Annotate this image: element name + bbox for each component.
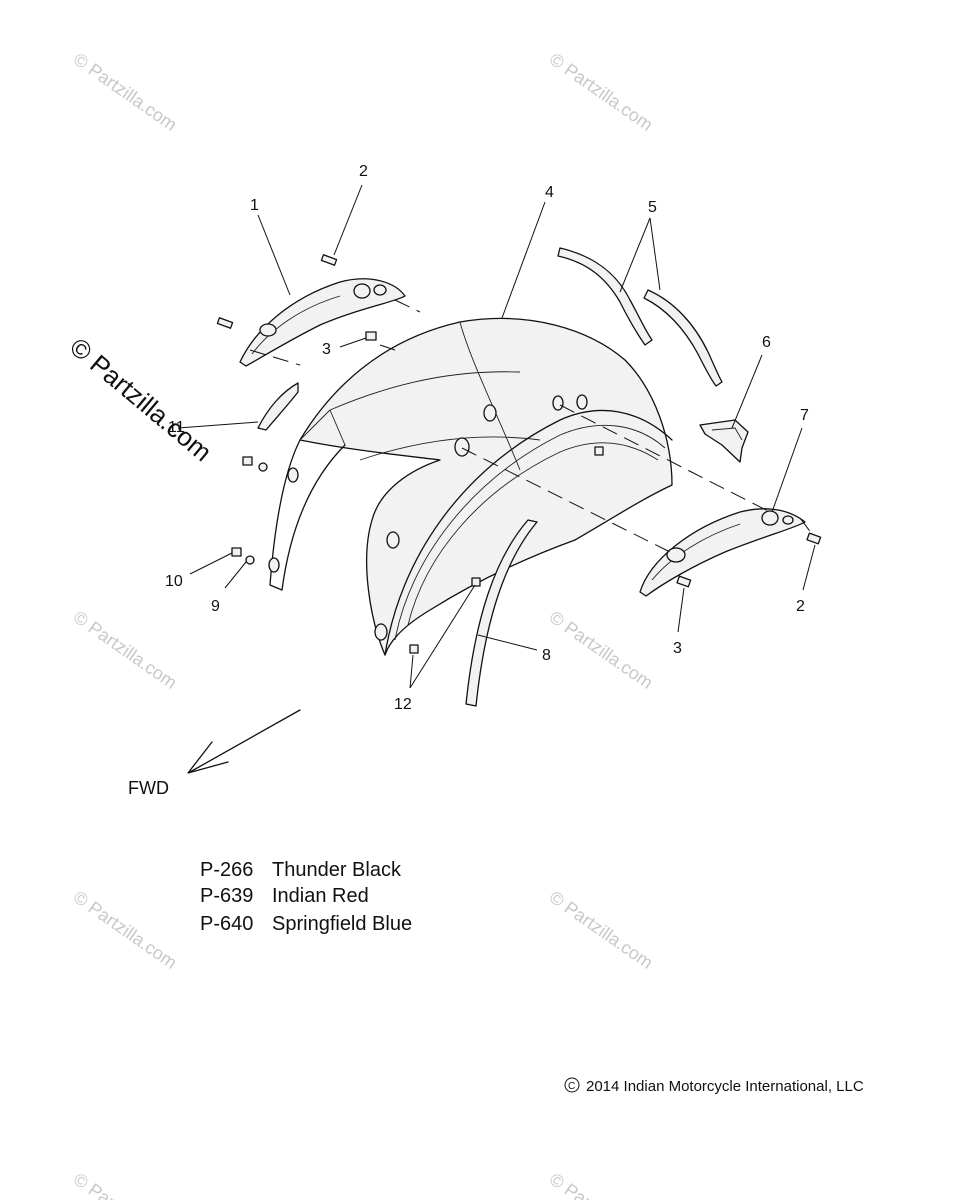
watermark: © Partzilla.com: [70, 1169, 181, 1200]
fasteners: [216, 254, 822, 654]
callout-10: 10: [165, 573, 183, 590]
watermark: © Partzilla.com: [70, 607, 181, 693]
callout-5: 5: [648, 199, 657, 216]
watermark: © Partzilla.com: [546, 607, 657, 693]
right-trim-rail: [639, 508, 806, 597]
forward-direction-indicator: FWD: [128, 709, 301, 798]
paint-code: P-640: [200, 913, 253, 935]
watermark-prominent: © Partzilla.com: [64, 332, 217, 468]
paint-name: Springfield Blue: [272, 913, 412, 935]
callout-8: 8: [542, 647, 551, 664]
medallion-emblem: [699, 419, 749, 463]
callout-3: 3: [673, 640, 682, 657]
assembly-lines: [249, 299, 813, 556]
copyright-notice: C 2014 Indian Motorcycle International, …: [564, 1077, 864, 1095]
tip-trim: [257, 382, 299, 431]
copyright-symbol: C: [568, 1081, 575, 1092]
callout-11: 11: [168, 419, 185, 436]
callout-12: 12: [394, 696, 412, 713]
paint-name: Indian Red: [272, 885, 369, 907]
left-trim-rail: [239, 278, 406, 367]
paint-code: P-266: [200, 859, 253, 881]
paint-name: Thunder Black: [272, 859, 402, 881]
paint-code: P-639: [200, 885, 253, 907]
leader-lines: [177, 184, 816, 689]
watermark: © Partzilla.com: [546, 1169, 657, 1200]
callout-9: 9: [211, 598, 220, 615]
callout-2: 2: [796, 598, 805, 615]
callout-2: 2: [359, 163, 368, 180]
copyright-text: 2014 Indian Motorcycle International, LL…: [586, 1078, 864, 1095]
callout-7: 7: [800, 407, 809, 424]
fender-shell: [268, 317, 673, 656]
callout-4: 4: [545, 184, 554, 201]
forward-arrow-icon: [189, 709, 301, 773]
callout-6: 6: [762, 334, 771, 351]
callout-1: 1: [250, 197, 259, 214]
watermark: © Partzilla.com: [546, 887, 657, 973]
watermark-group: © Partzilla.com © Partzilla.com © Partzi…: [64, 49, 656, 1200]
fender-edge-strip: [465, 519, 538, 707]
callout-labels: 1 2 3 4 5 6 7 2 3 8 9 10 11 12: [165, 163, 809, 713]
watermark: © Partzilla.com: [70, 49, 181, 135]
callout-3: 3: [322, 341, 331, 358]
copyright-icon: [564, 1077, 580, 1093]
watermark: © Partzilla.com: [70, 887, 181, 973]
fwd-label: FWD: [128, 778, 169, 798]
watermark: © Partzilla.com: [546, 49, 657, 135]
stripe-decals: [557, 247, 723, 387]
paint-code-legend: P-266 Thunder Black P-639 Indian Red P-6…: [200, 859, 412, 935]
